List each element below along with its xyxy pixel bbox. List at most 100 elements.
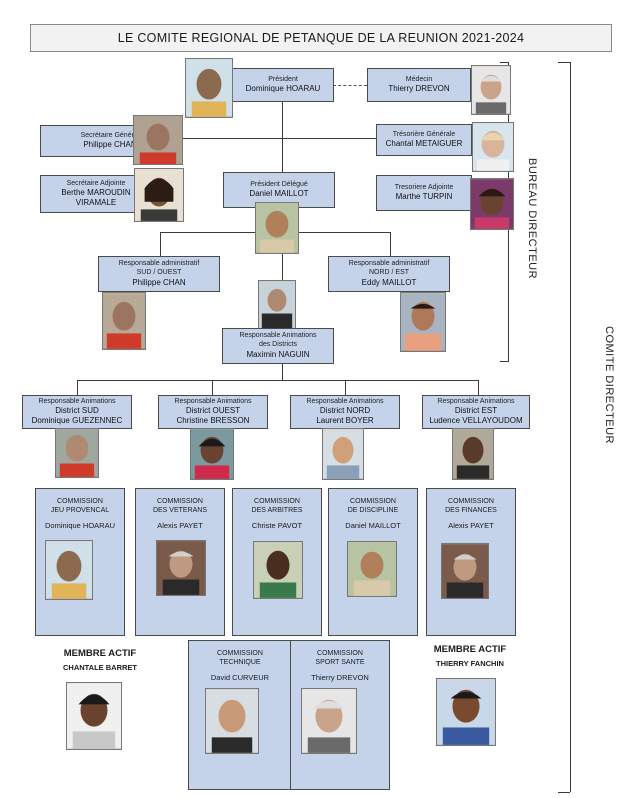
district-person: Christine BRESSON	[176, 416, 250, 426]
commission-label: COMMISSION	[317, 650, 363, 657]
secretaire-adjointe-box: Secrétaire Adjointe Berthe MAROUDIN VIRA…	[40, 175, 152, 213]
president-photo	[185, 58, 233, 118]
commission-label: COMMISSION	[157, 498, 203, 505]
admin-sud-ouest-box: Responsable administratif SUD / OUEST Ph…	[98, 256, 220, 292]
tresoriere-adjointe-box: Tresoriere Adjointe Marthe TURPIN	[376, 175, 472, 211]
secretaire-general-photo	[133, 115, 183, 165]
membre-actif-title: MEMBRE ACTIF	[63, 648, 137, 659]
district-est-photo	[452, 428, 494, 480]
commission-title: TECHNIQUE	[219, 659, 261, 667]
bureau-directeur-label: BUREAU DIRECTEUR	[526, 158, 538, 280]
president-role: Président	[268, 75, 298, 83]
commission-person: Daniel MAILLOT	[345, 521, 401, 531]
bracket	[558, 792, 570, 793]
animations-role1: Responsable Animations	[239, 332, 317, 340]
district-name: District EST	[454, 406, 498, 416]
membre-actif-title: MEMBRE ACTIF	[433, 644, 507, 655]
president-box: Président Dominique HOARAU	[232, 68, 334, 102]
tresoriere-adjointe-photo	[470, 178, 514, 230]
admin-sud-ouest-photo	[102, 292, 146, 350]
commission-arbitres-photo	[253, 541, 303, 599]
secretaire-adjointe-name2: VIRAMALE	[75, 198, 117, 208]
chart-title: LE COMITE REGIONAL DE PETANQUE DE LA REU…	[30, 24, 612, 52]
connector	[77, 380, 78, 395]
membre-actif-1: MEMBRE ACTIF CHANTALE BARRET	[40, 648, 160, 672]
tresoriere-adjointe-name: Marthe TURPIN	[395, 192, 453, 202]
connector	[333, 85, 367, 86]
membre-actif-name: THIERRY FANCHIN	[436, 659, 504, 668]
district-name: District SUD	[55, 406, 99, 416]
tresoriere-name: Chantal METAIGUER	[385, 139, 463, 149]
tresoriere-role: Trésorière Générale	[392, 130, 456, 138]
secretaire-adjointe-photo	[134, 168, 184, 222]
president-name: Dominique HOARAU	[245, 84, 321, 94]
medecin-photo	[471, 65, 511, 115]
admin-nord-est-role2: NORD / EST	[368, 269, 410, 276]
commission-label: COMMISSION	[448, 498, 494, 505]
connector	[282, 364, 283, 380]
district-ouest-box: Responsable Animations District OUEST Ch…	[158, 395, 268, 429]
commission-person: Alexis PAYET	[448, 521, 494, 531]
connector	[77, 380, 479, 381]
admin-nord-est-photo	[400, 292, 446, 352]
commission-person: Thierry DREVON	[311, 673, 369, 683]
admin-sud-ouest-role1: Responsable administratif	[118, 260, 200, 268]
admin-sud-ouest-role2: SUD / OUEST	[136, 269, 182, 276]
admin-nord-est-role1: Responsable administratif	[348, 260, 430, 268]
membre-actif-2-photo	[436, 678, 496, 746]
animations-districts-photo	[258, 280, 296, 330]
district-role: Responsable Animations	[174, 397, 252, 405]
secretaire-role: Secrétaire Général	[80, 131, 140, 139]
admin-sud-ouest-name: Philippe CHAN	[132, 277, 186, 287]
commission-person: Alexis PAYET	[157, 521, 203, 531]
secretaire-adjointe-role: Secrétaire Adjointe	[66, 179, 126, 187]
comite-directeur-label: COMITE DIRECTEUR	[603, 326, 615, 444]
commission-title: SPORT SANTE	[315, 659, 365, 667]
connector	[160, 232, 161, 256]
commission-person: David CURVEUR	[210, 673, 270, 683]
secretaire-adjointe-name1: Berthe MAROUDIN	[61, 188, 131, 198]
commission-person: Dominique HOARAU	[44, 521, 116, 531]
connector	[212, 380, 213, 395]
connector	[345, 380, 346, 395]
connector	[282, 100, 283, 172]
commission-title: DES VETERANS	[152, 507, 208, 515]
admin-nord-est-box: Responsable administratif NORD / EST Edd…	[328, 256, 450, 292]
commission-sport-sante-photo	[301, 688, 357, 754]
district-nord-photo	[322, 428, 364, 480]
membre-actif-1-photo	[66, 682, 122, 750]
commission-label: COMMISSION	[350, 498, 396, 505]
secretaire-name: Philippe CHAN	[83, 140, 137, 150]
membre-actif-2: MEMBRE ACTIF THIERRY FANCHIN	[410, 644, 530, 668]
district-role: Responsable Animations	[38, 397, 116, 405]
animations-districts-box: Responsable Animations des Districts Max…	[222, 328, 334, 364]
commission-label: COMMISSION	[57, 498, 103, 505]
commission-title: DES ARBITRES	[251, 507, 303, 515]
membre-actif-name: CHANTALE BARRET	[62, 663, 138, 672]
tresoriere-generale-photo	[472, 122, 514, 172]
commission-discipline-photo	[347, 541, 397, 597]
connector	[180, 138, 376, 139]
district-person: Ludence VELLAYOUDOM	[429, 416, 523, 426]
bracket	[570, 62, 571, 792]
district-person: Dominique GUEZENNEC	[31, 416, 123, 426]
commission-label: COMMISSION	[217, 650, 263, 657]
medecin-name: Thierry DREVON	[388, 84, 450, 94]
district-nord-box: Responsable Animations District NORD Lau…	[290, 395, 400, 429]
district-sud-photo	[55, 428, 99, 478]
commission-finances-photo	[441, 543, 489, 599]
bracket	[558, 62, 570, 63]
district-name: District OUEST	[185, 406, 241, 416]
district-ouest-photo	[190, 428, 234, 480]
connector	[390, 232, 391, 256]
district-role: Responsable Animations	[437, 397, 515, 405]
commission-title: DE DISCIPLINE	[347, 507, 399, 515]
commission-person: Christe PAVOT	[251, 521, 303, 531]
connector	[282, 208, 283, 330]
medecin-box: Médecin Thierry DREVON	[367, 68, 471, 102]
president-delegue-photo	[255, 202, 299, 254]
president-delegue-role: Président Délégué	[250, 180, 308, 188]
commission-label: COMMISSION	[254, 498, 300, 505]
president-delegue-name: Daniel MAILLOT	[249, 189, 309, 199]
commission-title: JEU PROVENCAL	[50, 507, 110, 515]
